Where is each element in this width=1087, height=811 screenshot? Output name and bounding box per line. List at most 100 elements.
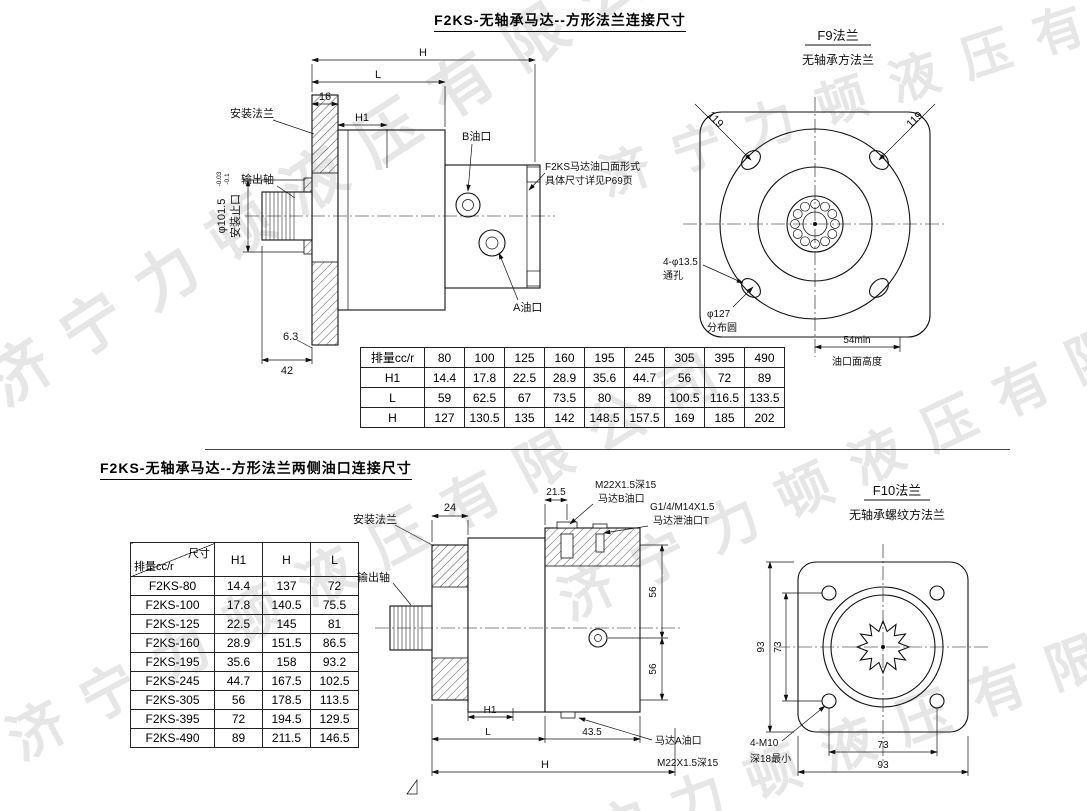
- port-face-height-label: 油口面高度: [832, 355, 882, 368]
- motor-body-outline: [337, 129, 446, 311]
- f9-dimension-lines: [694, 103, 936, 352]
- drain-name-label: 马达泄油口T: [653, 514, 709, 527]
- dim-cell: 133.5: [744, 387, 785, 408]
- spigot-name-label: 安装止口: [228, 194, 242, 238]
- port-a-circle: [478, 229, 506, 257]
- dim-l-label: L: [485, 727, 491, 738]
- pitch-circle-label-line1: φ127: [707, 309, 731, 320]
- dim-43-5-label: 43.5: [582, 727, 602, 738]
- dim-6-3-label: 6.3: [283, 331, 298, 343]
- port-b-circle: [455, 192, 481, 218]
- dim-cell: 140.5: [262, 595, 311, 615]
- dim-cell: 72: [214, 709, 263, 729]
- dim-cell: 22.5: [214, 614, 263, 634]
- dim-cell: 142: [544, 407, 585, 428]
- port-face-note-line1: F2KS马达油口面形式: [545, 160, 640, 173]
- dim-cell: 100.5: [664, 387, 705, 408]
- output-shaft-label: 输出轴: [241, 172, 274, 186]
- section-divider-line: [205, 449, 1010, 450]
- corner-label-size: 尺寸: [188, 548, 210, 560]
- threaded-holes-label-line1: 4-M10: [750, 738, 779, 749]
- port-b-label: B油口: [462, 129, 491, 143]
- drain-port-boss: [592, 523, 608, 529]
- port-face-note-line2: 具体尺寸详见P69页: [545, 174, 633, 187]
- f10-labels: 93 73 73 93 4-M10 深18最小: [750, 641, 889, 771]
- dim-cell: 56: [664, 367, 705, 388]
- dim-cell: 194.5: [262, 709, 311, 729]
- dim-cell: 113.5: [310, 690, 359, 710]
- column-header-h1: H1: [214, 542, 263, 577]
- dim-cell: 44.7: [624, 367, 665, 388]
- drain-thread-label: G1/4/M14X1.5: [650, 502, 715, 513]
- dim-21-5-label: 21.5: [546, 487, 566, 498]
- model-name: F2KS-395: [130, 709, 215, 729]
- displacement-value: 195: [584, 347, 625, 368]
- dim-73-left-label: 73: [773, 641, 784, 653]
- displacement-value: 160: [544, 347, 585, 368]
- displacement-value: 305: [664, 347, 705, 368]
- dim-cell: 22.5: [504, 367, 545, 388]
- motor2-dimension-lines: [392, 497, 676, 795]
- dim-cell: 167.5: [262, 671, 311, 691]
- spigot-tolerance-lower: -0.1: [224, 173, 231, 185]
- displacement-value: 245: [624, 347, 665, 368]
- motor2-labels: 安装法兰 输出轴 24 21.5 M22X1.5深15 马达B油口 G1/4/M…: [353, 479, 719, 771]
- port-b-name-label: 马达B油口: [598, 492, 645, 505]
- dim-cell: 157.5: [624, 407, 665, 428]
- dim-cell: 151.5: [262, 633, 311, 653]
- drawing-labels-group: H L 16 H1 安装法兰 输出轴 B油口 F2KS马达油口面形式 具体尺寸详…: [216, 47, 640, 377]
- f10-dimension-lines: [766, 561, 969, 776]
- displacement-value: 395: [704, 347, 745, 368]
- column-header-l: L: [310, 542, 359, 577]
- dim-cell: 17.8: [464, 367, 505, 388]
- port-a-thread-label: M22X1.5深15: [657, 757, 719, 769]
- dim-cell: 169: [664, 407, 705, 428]
- dim-cell: 202: [744, 407, 785, 428]
- motor-side-view-ports-drawing: 安装法兰 输出轴 24 21.5 M22X1.5深15 马达B油口 G1/4/M…: [353, 479, 719, 795]
- dim-cell: 35.6: [214, 652, 263, 672]
- bolt-hole: [869, 278, 889, 298]
- dim-cell: 116.5: [704, 387, 745, 408]
- bolt-holes-label-line1: 4-φ13.5: [663, 257, 698, 268]
- spigot-diameter-label: φ101.5: [216, 199, 228, 234]
- section2-title-text: F2KS-无轴承马达--方形法兰两侧油口连接尺寸: [100, 460, 412, 480]
- model-name: F2KS-195: [130, 652, 215, 672]
- dim-cell: 135: [504, 407, 545, 428]
- displacement-value: 490: [744, 347, 785, 368]
- dim-l-label: L: [375, 69, 381, 81]
- dim-cell: 28.9: [214, 633, 263, 653]
- dim-cell: 137: [262, 576, 311, 596]
- dim-row-label: H: [360, 407, 425, 428]
- dim-cell: 185: [704, 407, 745, 428]
- section2-title: F2KS-无轴承马达--方形法兰两侧油口连接尺寸: [100, 458, 412, 480]
- dim-cell: 62.5: [464, 387, 505, 408]
- dimension-lines-group: [243, 57, 546, 364]
- dim-cell: 59: [424, 387, 465, 408]
- dim-cell: 127: [424, 407, 465, 428]
- dim-93-left-label: 93: [756, 641, 767, 653]
- f10-subtitle: 无轴承螺纹方法兰: [849, 507, 945, 522]
- motor2-outline-group: [389, 521, 641, 719]
- dim-cell: 14.4: [214, 576, 263, 596]
- dim-cell: 130.5: [464, 407, 505, 428]
- f9-center-lines: [683, 97, 947, 357]
- f10-title: F10法兰: [873, 483, 921, 498]
- dim-row-label: H1: [360, 367, 425, 388]
- threaded-holes-label-line2: 深18最小: [750, 753, 791, 765]
- mounting-flange-label: 安装法兰: [353, 512, 397, 526]
- model-name: F2KS-160: [130, 633, 215, 653]
- model-name: F2KS-125: [130, 614, 215, 634]
- dim-cell: 145: [262, 614, 311, 634]
- dim-93-bottom-label: 93: [877, 760, 889, 771]
- dim-16-label: 16: [319, 91, 331, 103]
- dim-cell: 148.5: [584, 407, 625, 428]
- model-name: F2KS-305: [130, 690, 215, 710]
- motor-body-outline: [467, 537, 546, 713]
